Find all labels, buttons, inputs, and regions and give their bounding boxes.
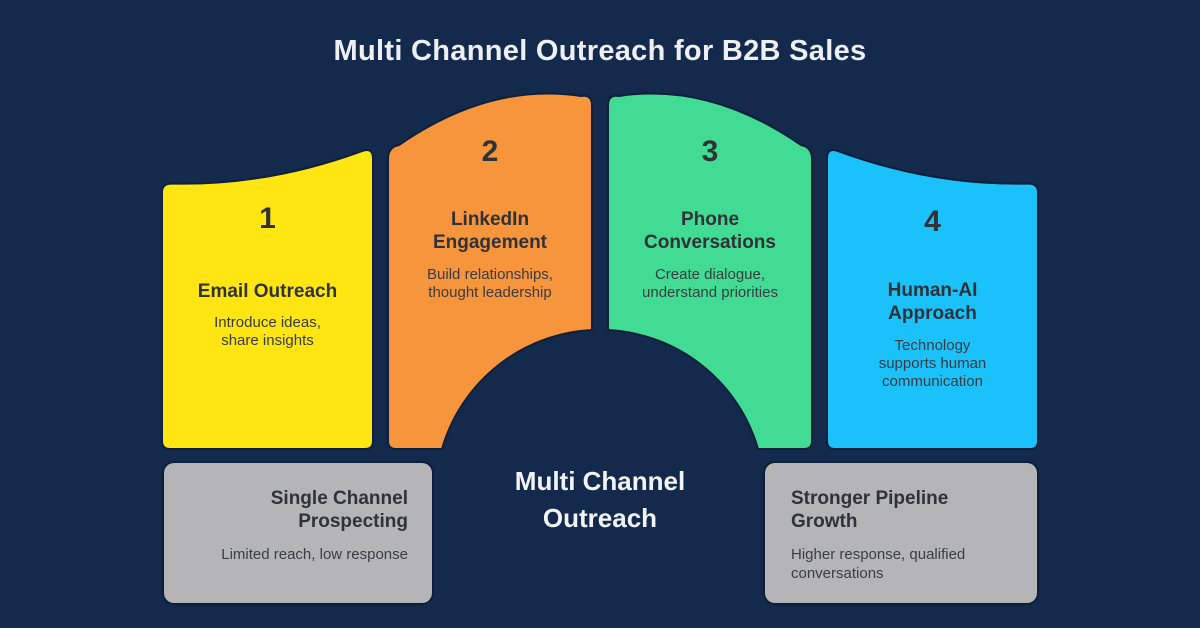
panel-4-title: Human-AI Approach [887,280,978,324]
page-title: Multi Channel Outreach for B2B Sales [333,35,867,67]
center-arch-label: Multi Channel Outreach [514,466,686,533]
panel-4-description: Technology supports human communication [878,337,987,390]
outcome-box-pipeline-growth: Stronger Pipeline Growth Higher response… [765,463,1037,603]
panel-shape-email [161,149,374,450]
panel-shape-linkedin [387,92,593,450]
panel-3-title: Phone Conversations [644,209,776,253]
panel-4-number: 4 [924,205,941,238]
outcome-left-description: Limited reach, low response [221,546,408,563]
panel-2-title: LinkedIn Engagement [432,209,548,253]
outcome-box-single-channel: Single Channel Prospecting Limited reach… [164,463,432,603]
panel-shape-human-ai [826,149,1039,450]
panel-3-number: 3 [701,135,719,168]
panel-1-number: 1 [259,202,276,235]
panel-2-description: Build relationships, thought leadership [427,266,553,301]
outcome-left-title: Single Channel Prospecting [270,488,408,532]
panel-1-description: Introduce ideas, share insights [214,314,321,349]
outcome-right-description: Higher response, qualified conversations [791,546,966,582]
panel-3-description: Create dialogue, understand priorities [642,266,778,301]
panel-1-title: Email Outreach [197,281,338,302]
panel-2-number: 2 [481,135,499,168]
outcome-right-title: Stronger Pipeline Growth [791,488,949,532]
panel-shape-phone [607,92,813,450]
